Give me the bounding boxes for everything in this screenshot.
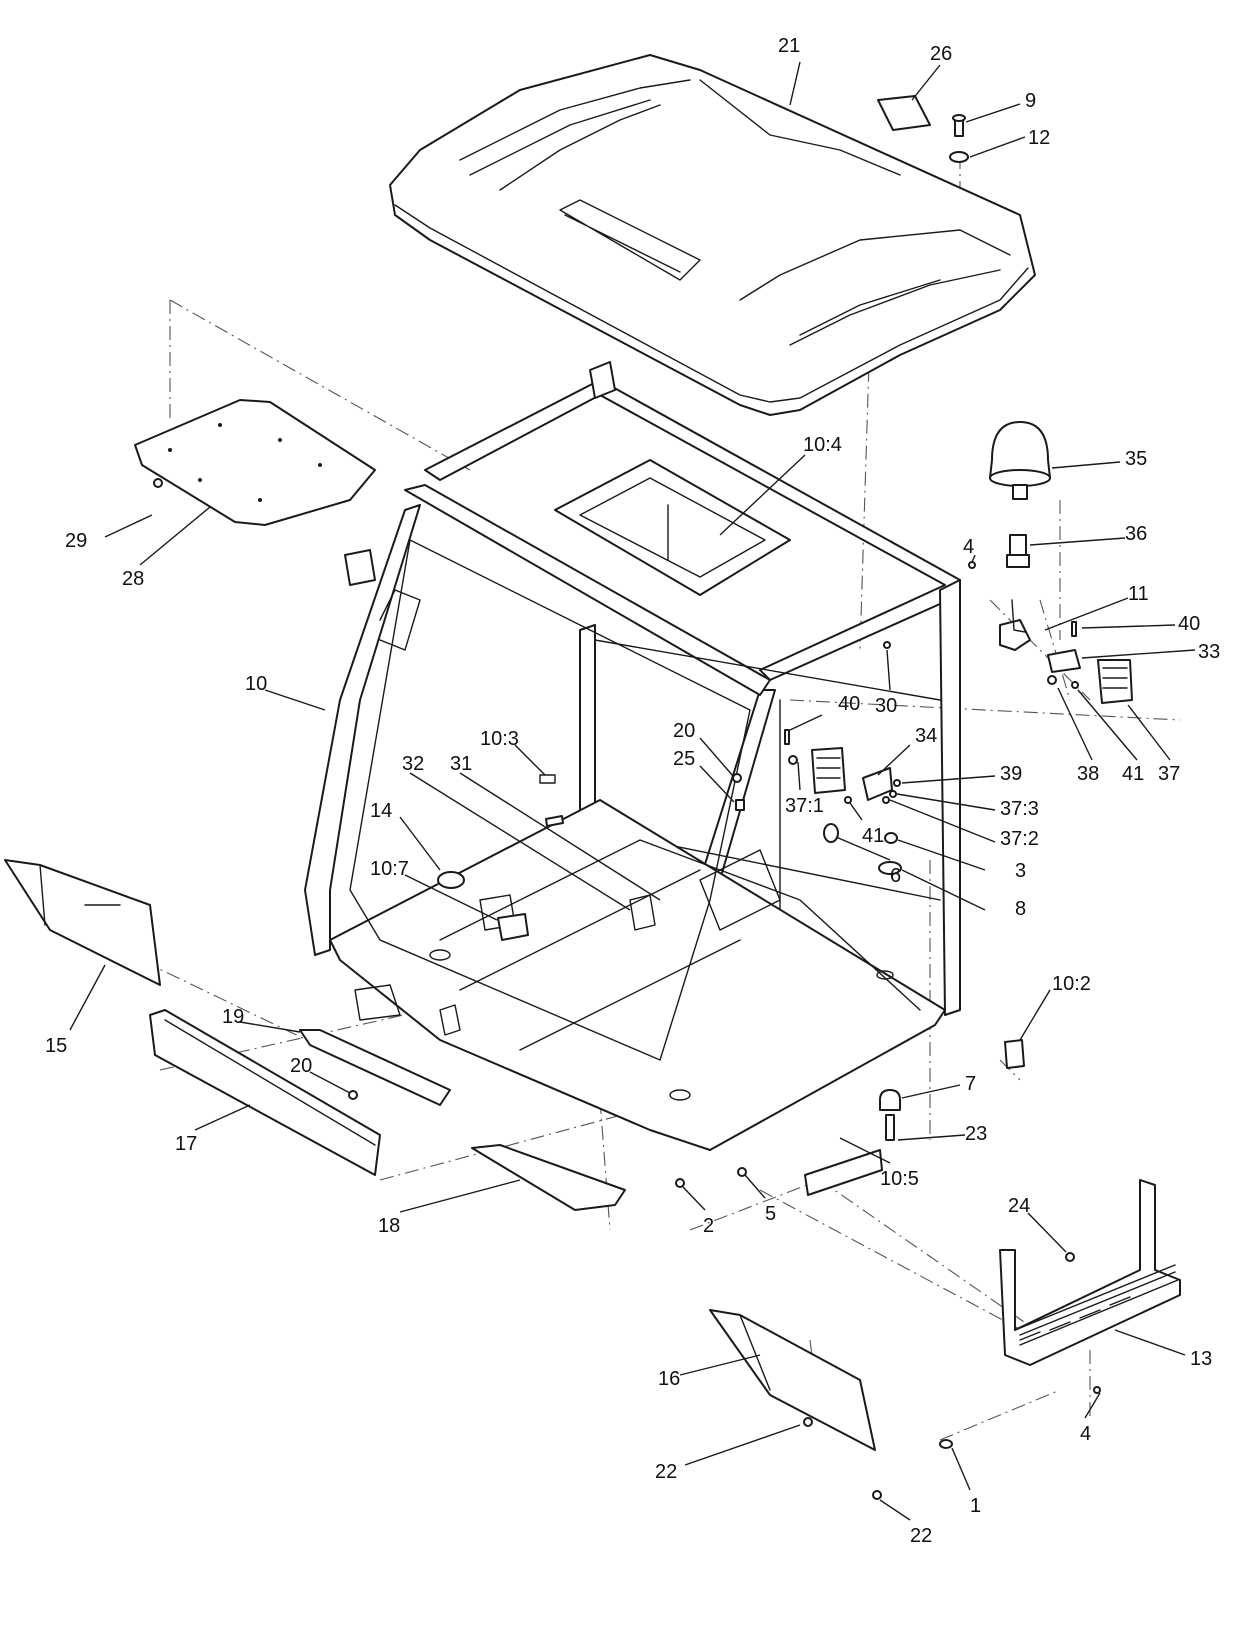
label-16: 16 <box>658 1368 680 1390</box>
ceiling-panel-holes <box>168 423 322 502</box>
work-light-37-1 <box>811 747 846 794</box>
label-39: 39 <box>1000 763 1022 785</box>
label-28: 28 <box>122 568 144 590</box>
label-18: 18 <box>378 1215 400 1237</box>
ceiling-panel-28 <box>134 399 376 526</box>
label-40-top: 40 <box>1178 613 1200 635</box>
label-26: 26 <box>930 43 952 65</box>
label-17: 17 <box>175 1133 197 1155</box>
label-32: 32 <box>402 753 424 775</box>
label-10-2: 10:2 <box>1052 973 1091 995</box>
fasteners <box>348 561 1101 1500</box>
leader-lines <box>69 61 1196 1521</box>
label-34: 34 <box>915 725 937 747</box>
roof-panel <box>389 54 1036 416</box>
label-19: 19 <box>222 1006 244 1028</box>
label-10-7: 10:7 <box>370 858 409 880</box>
label-2: 2 <box>703 1215 714 1237</box>
label-22-upper: 22 <box>655 1461 677 1483</box>
decal-26 <box>877 95 931 131</box>
label-20-left: 20 <box>290 1055 312 1077</box>
cab-frame <box>304 361 961 1151</box>
label-35: 35 <box>1125 448 1147 470</box>
label-37-2: 37:2 <box>1000 828 1039 850</box>
trim-18 <box>471 1144 626 1211</box>
label-41-lower: 41 <box>862 825 884 847</box>
beacon-35 <box>989 421 1051 500</box>
screw-29 <box>153 478 163 488</box>
mount-36 <box>1006 534 1030 568</box>
label-38: 38 <box>1077 763 1099 785</box>
bracket-11 <box>999 619 1031 651</box>
bracket-34 <box>862 767 893 801</box>
label-21: 21 <box>778 35 800 57</box>
label-37: 37 <box>1158 763 1180 785</box>
label-11: 11 <box>1128 583 1149 605</box>
label-10-3: 10:3 <box>480 728 519 750</box>
label-7: 7 <box>965 1073 976 1095</box>
bolt-9 <box>952 114 966 137</box>
label-10-4: 10:4 <box>803 434 842 456</box>
label-10-5: 10:5 <box>880 1168 919 1190</box>
label-12: 12 <box>1028 127 1050 149</box>
label-10: 10 <box>245 673 267 695</box>
label-23: 23 <box>965 1123 987 1145</box>
label-9: 9 <box>1025 90 1036 112</box>
label-25: 25 <box>673 748 695 770</box>
label-13: 13 <box>1190 1348 1212 1370</box>
label-5: 5 <box>765 1203 776 1225</box>
callout-labels: 21 26 9 12 10:4 35 29 28 36 4 11 40 33 1… <box>45 35 1220 1547</box>
label-29: 29 <box>65 530 87 552</box>
bracket-33 <box>1047 649 1081 673</box>
label-4-lower: 4 <box>1080 1423 1091 1445</box>
label-3: 3 <box>1015 860 1026 882</box>
label-15: 15 <box>45 1035 67 1057</box>
label-30: 30 <box>875 695 897 717</box>
label-20-center: 20 <box>673 720 695 742</box>
label-37-1: 37:1 <box>785 795 824 817</box>
step-13 <box>999 1179 1181 1366</box>
label-8: 8 <box>1015 898 1026 920</box>
label-4-top: 4 <box>963 536 974 558</box>
label-22-lower: 22 <box>910 1525 932 1547</box>
trim-17 <box>149 1009 381 1176</box>
washer-12 <box>949 151 969 163</box>
work-light-37 <box>1097 659 1133 704</box>
label-41-top: 41 <box>1122 763 1144 785</box>
label-33: 33 <box>1198 641 1220 663</box>
label-1: 1 <box>970 1495 981 1517</box>
label-14: 14 <box>370 800 392 822</box>
label-40-lower: 40 <box>838 693 860 715</box>
label-36: 36 <box>1125 523 1147 545</box>
trim-19 <box>299 1029 451 1106</box>
label-37-3: 37:3 <box>1000 798 1039 820</box>
screen-16 <box>709 1309 876 1451</box>
label-31: 31 <box>450 753 472 775</box>
label-24: 24 <box>1008 1195 1030 1217</box>
screen-15 <box>4 859 161 986</box>
label-6: 6 <box>890 865 901 887</box>
